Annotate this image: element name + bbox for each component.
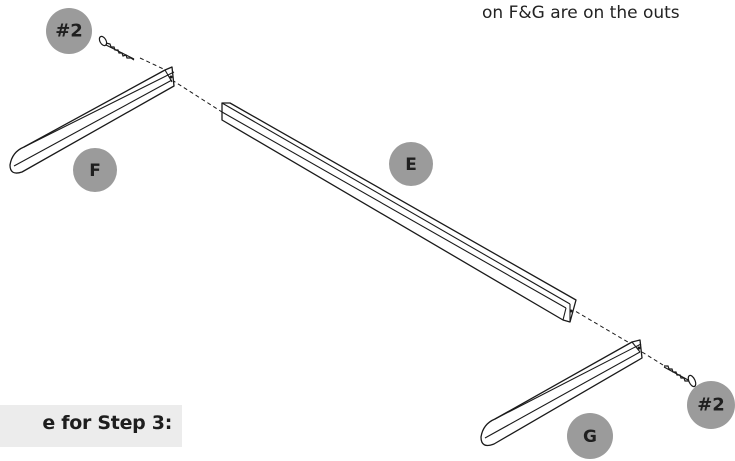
end-board-f: [9, 66, 175, 174]
part-label-g-text: G: [583, 427, 597, 447]
part-label-g: G: [567, 413, 613, 459]
part-label-f-text: F: [89, 161, 101, 181]
part-label-f: F: [73, 148, 117, 192]
alignment-line-e-to-g: [569, 307, 639, 349]
screw-icon-bottom: [663, 365, 697, 388]
instruction-note: on F&G are on the outs: [482, 3, 680, 23]
screw-label-top-text: #2: [55, 21, 83, 42]
rail-e: [221, 102, 577, 323]
alignment-line-bottom-screw: [641, 351, 664, 366]
end-board-g: [480, 339, 643, 447]
screw-label-bottom: #2: [687, 381, 735, 429]
part-label-e-text: E: [405, 155, 417, 175]
step-heading-box: e for Step 3:: [0, 405, 182, 447]
screw-icon-top: [98, 35, 135, 61]
screw-label-top: #2: [46, 8, 92, 54]
part-label-e: E: [389, 142, 433, 186]
step-heading: e for Step 3:: [42, 412, 172, 434]
alignment-line-f-to-e: [171, 79, 223, 113]
screw-label-bottom-text: #2: [697, 395, 725, 416]
